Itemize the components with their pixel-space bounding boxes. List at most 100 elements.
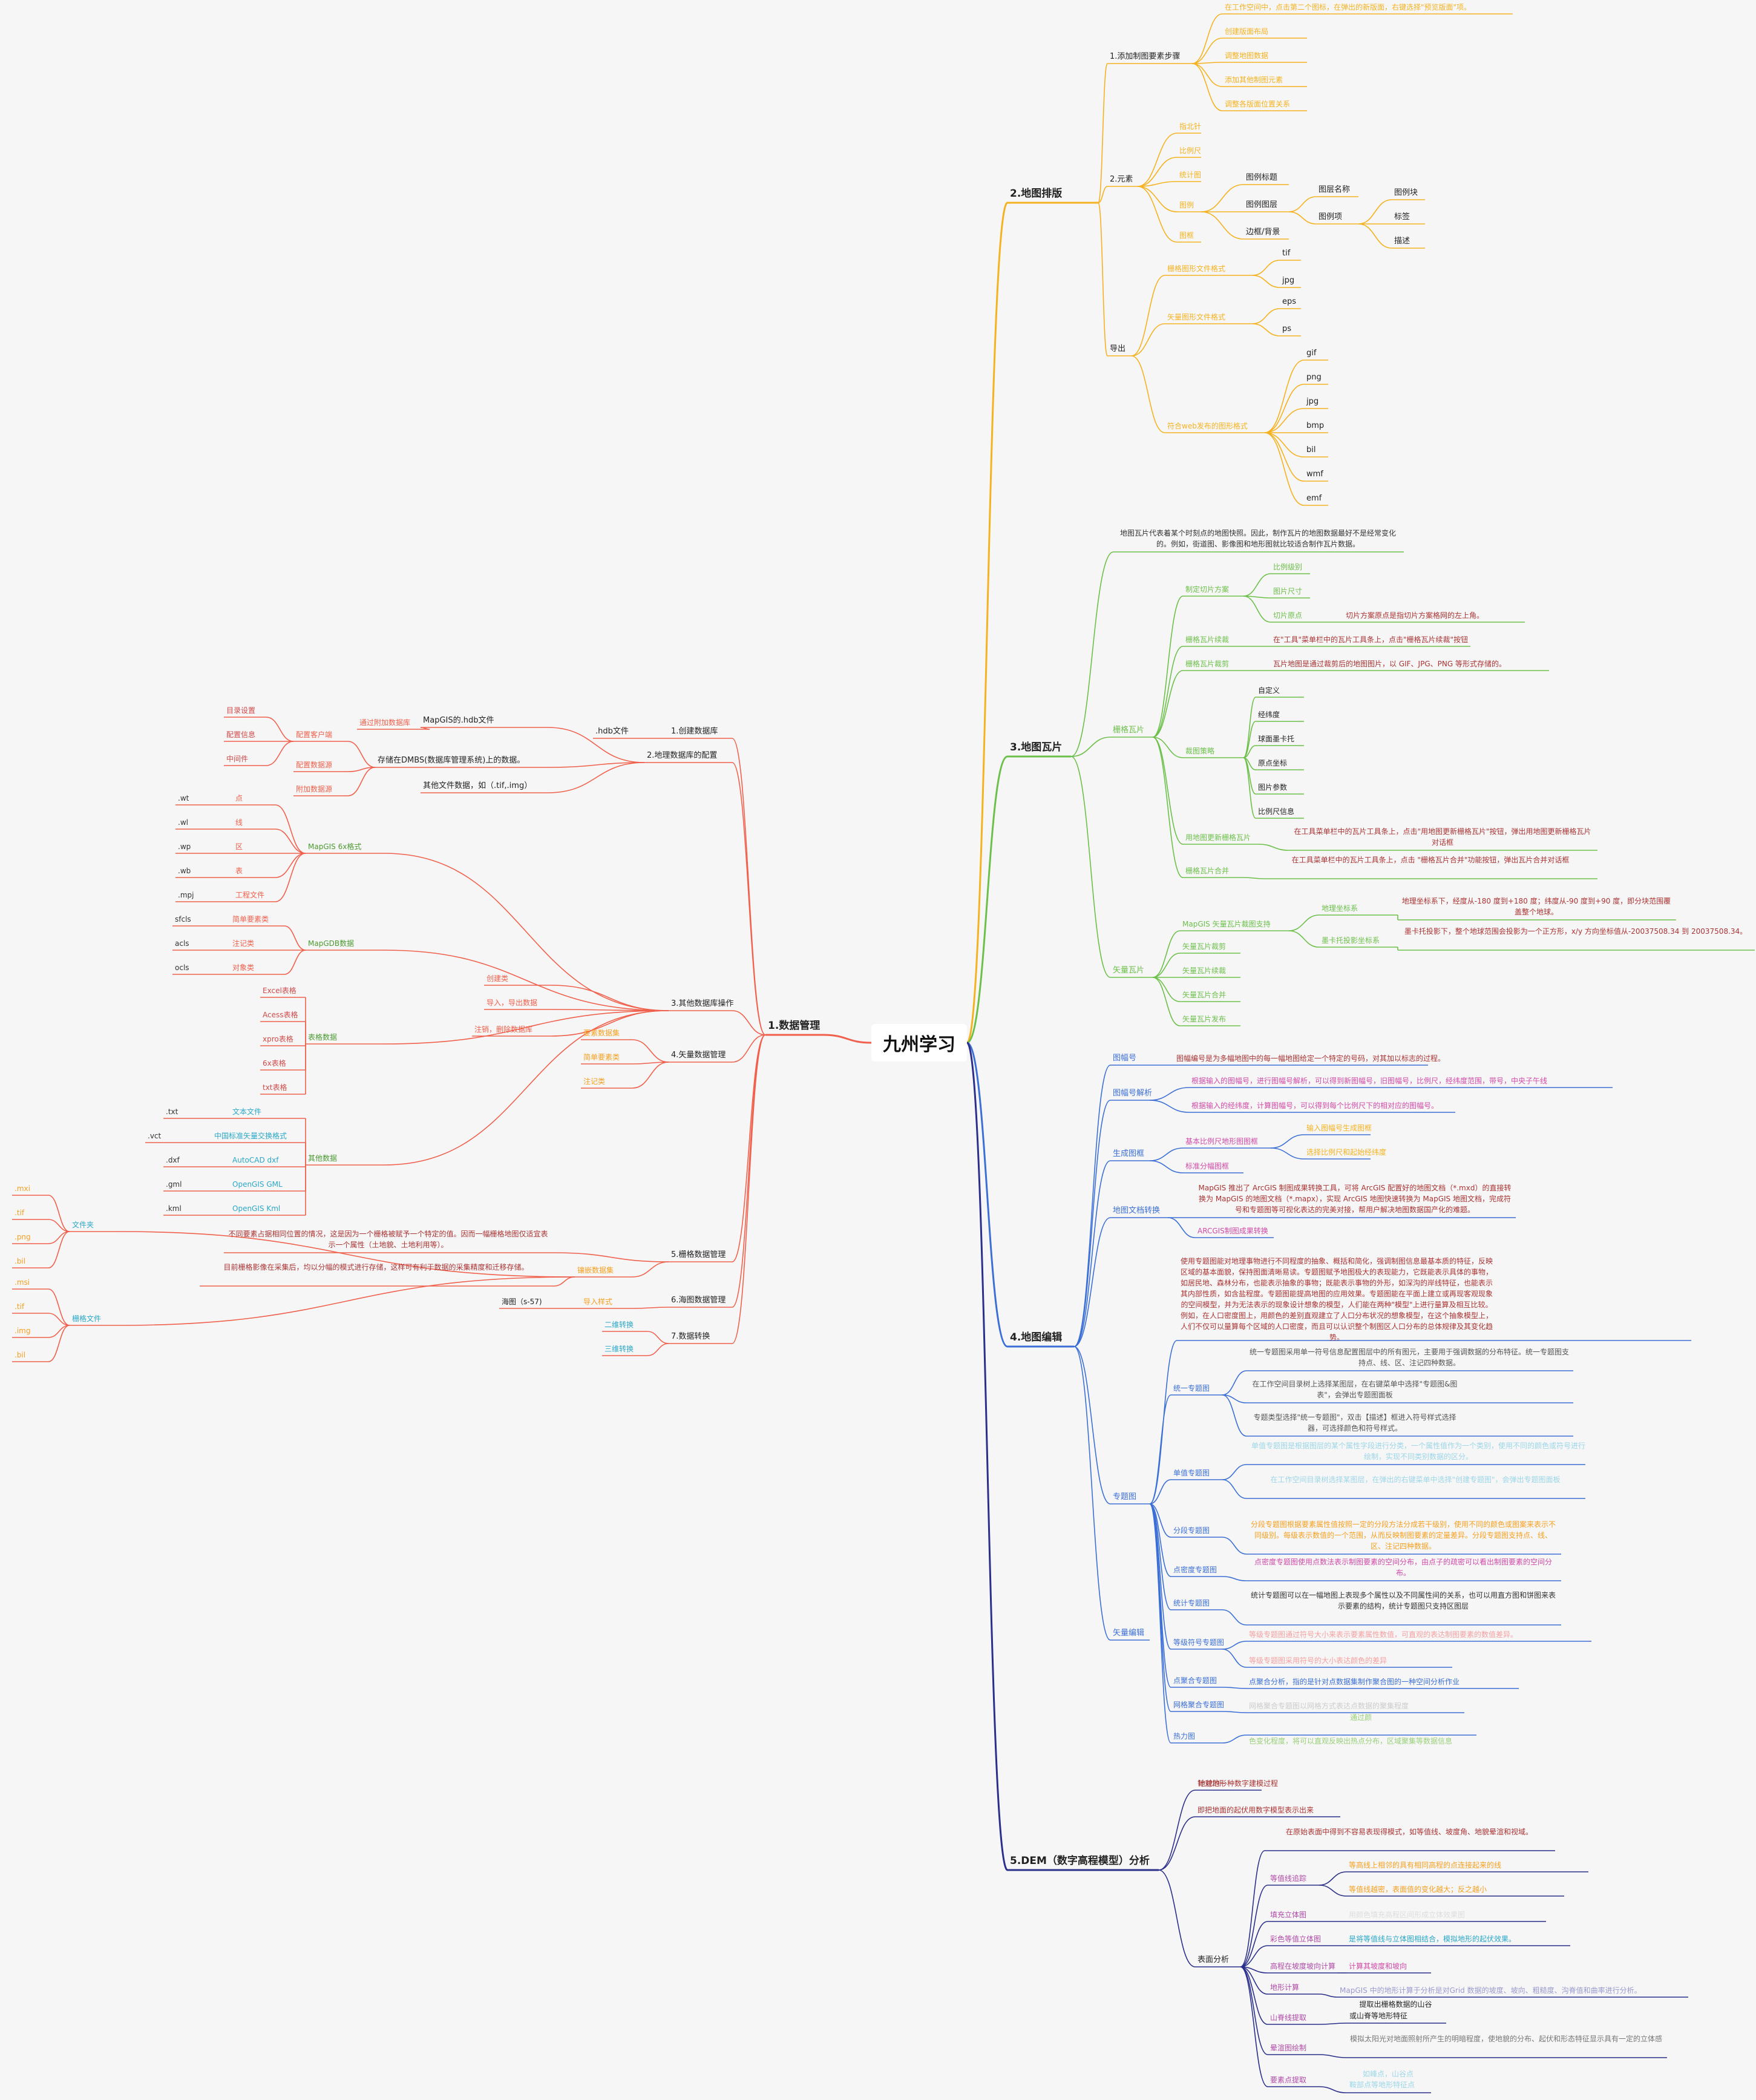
mindmap-node[interactable]: 矢量瓦片合并 [1182,991,1227,999]
heat-desc[interactable]: 色变化程度，将可以直观反映出热点分布，区域聚集等数据信息 [1249,1737,1453,1745]
mindmap-node[interactable]: 镶嵌数据集 [577,1266,614,1275]
mindmap-node[interactable]: .mxi [15,1184,30,1193]
branch-tiles[interactable]: 3.地图瓦片 [1010,741,1063,753]
mindmap-node[interactable]: MapGIS 矢量瓦片裁图支持 [1182,920,1271,928]
mindmap-node[interactable]: 计算其坡度和坡向 [1349,1962,1407,1970]
mindmap-node[interactable]: 指北针 [1179,122,1202,131]
mindmap-node[interactable]: .wb [178,867,191,875]
mindmap-node[interactable]: 热力图 [1173,1732,1196,1741]
mindmap-node[interactable]: 提取出栅格数据的山谷 [1359,2000,1432,2009]
mindmap-node[interactable]: 描述 [1394,237,1410,246]
mindmap-node[interactable]: .bil [15,1351,26,1359]
mindmap-node[interactable]: 文本文件 [232,1107,262,1116]
mindmap-node[interactable]: MapGIS 中的地形计算于分析是对Grid 数据的坡度、坡向、粗糙度、沟脊值和… [1340,1986,1642,1995]
dem-desc[interactable]: 地貌的一种数字建模过程 [1198,1779,1279,1788]
mindmap-node[interactable]: 切片原点 [1273,611,1303,620]
mindmap-node[interactable]: .kml [166,1204,182,1213]
mindmap-node[interactable]: 统计专题图 [1173,1599,1210,1607]
mindmap-node[interactable]: 等高线上相邻的具有相同高程的点连接起来的线 [1349,1861,1502,1869]
mindmap-node[interactable]: 矢量瓦片 [1113,966,1145,975]
mindmap-node[interactable]: .tif [15,1302,25,1311]
mindmap-node[interactable]: 海图（s-57) [502,1298,542,1306]
mindmap-node[interactable]: 原点坐标 [1258,759,1288,767]
mindmap-node[interactable]: 表 [235,867,243,875]
mindmap-node[interactable]: 彩色等值立体图 [1270,1935,1322,1943]
mindmap-node[interactable]: 5.栅格数据管理 [671,1250,726,1259]
mindmap-node[interactable]: 注记类 [583,1077,606,1086]
mindmap-node[interactable]: 目录设置 [226,706,256,715]
mindmap-node[interactable]: 在原始表面中得到不容易表现得模式，如等值线、坡度角、地貌晕渲和视域。 [1285,1828,1533,1836]
mindmap-node[interactable]: 自定义 [1258,686,1280,695]
mindmap-node[interactable]: 即把地面的起伏用数字模型表示出来 [1197,1806,1314,1814]
mindmap-node[interactable]: 分段专题图 [1173,1526,1210,1535]
mindmap-node[interactable]: 制定切片方案 [1185,585,1230,594]
mindmap-node[interactable]: .gml [166,1180,182,1189]
branch-dem[interactable]: 5.DEM（数字高程模型）分析 [1010,1855,1150,1867]
mindmap-node[interactable]: ARCGIS制图成果转换 [1197,1227,1268,1235]
mindmap-node[interactable]: MapGIS 6x格式 [308,842,362,851]
mindmap-node[interactable]: 调整各版面位置关系 [1225,100,1291,108]
mindmap-node[interactable]: 统一专题图采用单一符号信息配置图层中的所有图元，主要用于强调数据的分布特征。统一… [1249,1348,1569,1367]
mindmap-node[interactable]: 根据输入的经纬度，计算图幅号，可以得到每个比例尺下的相对应的图幅号。 [1191,1101,1439,1110]
mindmap-node[interactable]: 导入，导出数据 [487,999,538,1007]
mindmap-node[interactable]: 中间件 [226,755,249,763]
mindmap-node[interactable]: 添加其他制图元素 [1225,76,1283,84]
mindmap-node[interactable]: 墨卡托投影下，整个地球范围会投影为一个正方形，x/y 方向坐标值从-200375… [1404,927,1748,936]
mindmap-node[interactable]: 表格数据 [308,1033,338,1042]
mindmap-node[interactable]: 图例项 [1319,212,1343,221]
mindmap-node[interactable]: bmp [1306,421,1325,430]
mindmap-node[interactable]: 注记类 [232,939,255,948]
mindmap-node[interactable]: gif [1306,349,1317,358]
mindmap-node[interactable]: 不同要素占据相同位置的情况，这是因为一个栅格被赋予一个特定的值。因而一幅栅格地图… [228,1230,548,1249]
mindmap-node[interactable]: 其他文件数据，如（.tif,.img） [423,781,532,790]
mindmap-node[interactable]: tif [1282,249,1291,258]
mindmap-node[interactable]: 图框 [1179,231,1194,240]
mindmap-node[interactable]: .img [15,1327,31,1335]
mindmap-node[interactable]: 输入图幅号生成图框 [1306,1124,1372,1132]
mindmap-node[interactable]: 在工具菜单栏中的瓦片工具条上，点击"用地图更新栅格瓦片"按钮，弹出用地图更新栅格… [1294,827,1591,847]
mindmap-node[interactable]: 单值专题图 [1173,1469,1210,1477]
mindmap-node[interactable]: 边框/背景 [1246,228,1280,237]
mindmap-node[interactable]: 标准分幅图框 [1185,1162,1230,1170]
mindmap-node[interactable]: OpenGIS Kml [232,1204,281,1213]
mindmap-node[interactable]: 其他数据 [308,1154,338,1163]
mindmap-node[interactable]: 地理坐标系下，经度从-180 度到+180 度；纬度从-90 度到+90 度，即… [1401,897,1671,916]
mindmap-node[interactable]: 等级专题图通过符号大小来表示要素属性数值，可直观的表达制图要素的数值差异。 [1249,1630,1518,1639]
mindmap-node[interactable]: 注销，删除数据库 [474,1025,533,1034]
mindmap-node[interactable]: 存储在DMBS(数据库管理系统)上的数据。 [378,756,525,765]
mindmap-node[interactable]: 对象类 [232,963,255,972]
mindmap-node[interactable]: 使用专题图能对地理事物进行不同程度的抽象、概括和简化，强调制图信息最基本质的特征… [1180,1257,1493,1342]
mindmap-node[interactable]: ps [1282,324,1292,333]
mindmap-node[interactable]: 调整地图数据 [1225,51,1269,60]
mindmap-node[interactable]: Acess表格 [263,1011,298,1019]
mindmap-node[interactable]: 如峰点，山谷点 [1362,2070,1414,2078]
mindmap-node[interactable]: txt表格 [263,1083,287,1092]
mindmap-node[interactable]: 通过附加数据库 [359,718,411,727]
mindmap-node[interactable]: 统计图 [1179,171,1202,179]
branch-map-edit[interactable]: 4.地图编辑 [1010,1331,1063,1344]
mindmap-node[interactable]: 6x表格 [263,1059,286,1068]
mindmap-node[interactable]: 是将等值线与立体图相结合，模拟地形的起伏效果。 [1349,1935,1516,1943]
mindmap-node[interactable]: 点密度专题图使用点数法表示制图要素的空间分布，由点子的疏密可以看出制图要素的空间… [1254,1558,1552,1577]
mindmap-node[interactable]: 线 [235,818,243,827]
root-node[interactable]: 九州学习 [871,1024,967,1061]
mindmap-node[interactable]: 1.创建数据库 [671,727,718,736]
mindmap-node[interactable]: 标签 [1394,212,1410,221]
mindmap-node[interactable]: 简单要素类 [232,915,269,924]
mindmap-node[interactable]: Excel表格 [263,986,296,995]
mindmap-node[interactable]: 目前栅格影像在采集后，均以分幅的模式进行存储，这样可有利于数据的采集精度和迁移存… [223,1263,529,1271]
mindmap-node[interactable]: 点聚合专题图 [1173,1676,1217,1685]
mindmap-node[interactable]: .wl [178,818,188,827]
mindmap-node[interactable]: 填充立体图 [1270,1911,1307,1919]
mindmap-node[interactable]: 图例标题 [1246,173,1278,182]
mindmap-node[interactable]: 栅格瓦片合并 [1185,867,1230,875]
mindmap-node[interactable]: 在工具菜单栏中的瓦片工具条上，点击 "栅格瓦片合并"功能按钮，弹出瓦片合并对话框 [1291,856,1570,864]
mindmap-node[interactable]: 在工作空间中，点击第二个图标，在弹出的新版面，右键选择"预览版面"项。 [1225,3,1472,11]
mindmap-node[interactable]: 区 [235,842,243,851]
mindmap-node[interactable]: 图片参数 [1258,783,1288,792]
mindmap-node[interactable]: 专题图 [1113,1492,1137,1501]
mindmap-node[interactable]: 单值专题图是根据图层的某个属性字段进行分类，一个属性值作为一个类别，使用不同的颜… [1251,1442,1585,1461]
mindmap-node[interactable]: 瓦片地图是通过裁剪后的地图图片，以 GIF、JPG、PNG 等形式存储的。 [1273,660,1506,668]
mindmap-node[interactable]: 网格聚合专题图 [1173,1701,1225,1709]
mindmap-node[interactable]: 7.数据转换 [671,1332,710,1341]
